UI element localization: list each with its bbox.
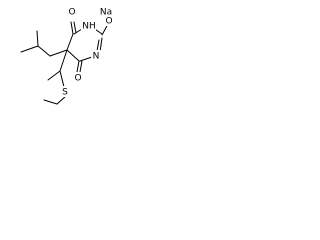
structure-canvas: O NH O Na N O S — [0, 0, 124, 129]
bond-c5-chs — [59, 49, 68, 72]
bond-n1-c6 — [79, 56, 93, 62]
chemical-structure-diagram: O NH O Na N O S — [20, 6, 114, 105]
bond-ch-me2 — [36, 30, 39, 47]
bond-c6-o-bottom-b — [79, 60, 83, 73]
atom-label-sulfur: S — [62, 88, 68, 98]
bond-ch2-ch — [37, 45, 51, 57]
atom-label-oxygen-bottom: O — [74, 74, 81, 84]
bond-chs-s — [59, 70, 65, 88]
bond-c2-n1-double — [96, 39, 100, 52]
atom-label-oxygen-top: O — [68, 8, 75, 18]
bond-chs-me — [47, 70, 61, 81]
bond-c4-o-top-a — [70, 21, 74, 35]
atom-label-nitrogen-ring: N — [93, 52, 100, 62]
bond-c2-n1 — [99, 37, 103, 53]
atom-label-nh: NH — [82, 22, 96, 32]
atom-label-oxygen-sodium: O — [105, 17, 112, 27]
bond-c6-o-bottom-a — [76, 60, 80, 73]
bond-c4-o-top-b — [73, 21, 77, 34]
atom-label-sodium: Na — [100, 8, 112, 18]
bond-s-ch2 — [56, 95, 67, 105]
bond-c5-ch2 — [49, 49, 68, 57]
bond-ch2-ch3 — [43, 99, 58, 105]
bond-c5-c4 — [66, 33, 74, 51]
bond-c6-c5 — [66, 49, 80, 62]
bond-ch-me1 — [20, 45, 39, 53]
